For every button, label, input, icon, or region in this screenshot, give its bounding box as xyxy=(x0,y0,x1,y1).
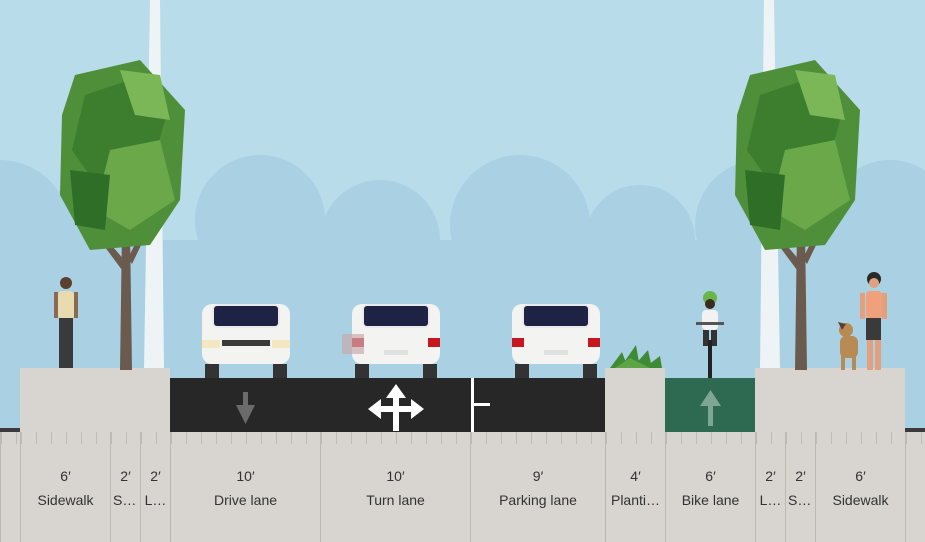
four-way-arrow-icon xyxy=(368,384,424,431)
cyclist xyxy=(696,291,724,378)
segment-planting-strip[interactable]: 4′ Planti… xyxy=(605,432,665,542)
segment-bike-lane[interactable]: 6′ Bike lane xyxy=(665,432,755,542)
segment-width: 4′ xyxy=(630,468,641,484)
segment-edge-right xyxy=(905,432,925,542)
parking-lane-divider xyxy=(471,378,474,434)
segment-turn-lane[interactable]: 10′ Turn lane xyxy=(320,432,470,542)
segment-name: Planti… xyxy=(610,492,661,508)
pedestrian-right xyxy=(860,272,887,370)
segment-parking-lane[interactable]: 9′ Parking lane xyxy=(470,432,605,542)
segment-sidewalk-right[interactable]: 6′ Sidewalk xyxy=(815,432,905,542)
segment-width: 9′ xyxy=(532,468,544,484)
segment-l-right[interactable]: 2′ L… xyxy=(755,432,785,542)
car-turn-lane xyxy=(342,304,440,378)
pedestrian-left xyxy=(54,277,78,368)
segment-si-right[interactable]: 2′ Si… xyxy=(785,432,815,542)
segment-name: Sidewalk xyxy=(37,492,94,508)
segment-name: Si… xyxy=(788,492,815,508)
segment-l-left[interactable]: 2′ L… xyxy=(140,432,170,542)
car-drive-lane xyxy=(202,304,290,378)
segment-width: 6′ xyxy=(60,468,71,484)
segment-si-left[interactable]: 2′ Si… xyxy=(110,432,140,542)
tree-right xyxy=(735,60,860,370)
sidewalk-right-surface xyxy=(755,368,905,432)
sidewalk-left-surface xyxy=(20,368,170,432)
segment-name: Si… xyxy=(113,492,140,508)
segment-width: 2′ xyxy=(120,468,131,484)
segment-edge-left xyxy=(0,432,20,542)
segment-name: Parking lane xyxy=(499,492,577,508)
segment-width: 2′ xyxy=(795,468,806,484)
segment-name: Sidewalk xyxy=(832,492,889,508)
arrow-up-icon xyxy=(700,390,721,426)
segment-width: 10′ xyxy=(386,468,405,484)
segment-name: Drive lane xyxy=(213,492,278,508)
segment-name: Turn lane xyxy=(366,492,425,508)
segment-name: Bike lane xyxy=(681,492,740,508)
segment-name: L… xyxy=(759,492,782,508)
parking-tick xyxy=(474,403,490,406)
segment-sidewalk-left[interactable]: 6′ Sidewalk xyxy=(20,432,110,542)
planter-shrub xyxy=(610,345,662,368)
segment-width: 6′ xyxy=(705,468,716,484)
planting-strip-surface xyxy=(605,368,665,432)
arrow-down-icon xyxy=(236,392,255,424)
segment-name: L… xyxy=(144,492,167,508)
tree-left xyxy=(60,60,185,370)
dog xyxy=(838,322,858,370)
segment-width: 2′ xyxy=(765,468,776,484)
segment-width: 6′ xyxy=(855,468,866,484)
segment-width: 2′ xyxy=(150,468,161,484)
segment-drive-lane[interactable]: 10′ Drive lane xyxy=(170,432,320,542)
car-parking-lane xyxy=(512,304,600,378)
segment-width: 10′ xyxy=(236,468,255,484)
